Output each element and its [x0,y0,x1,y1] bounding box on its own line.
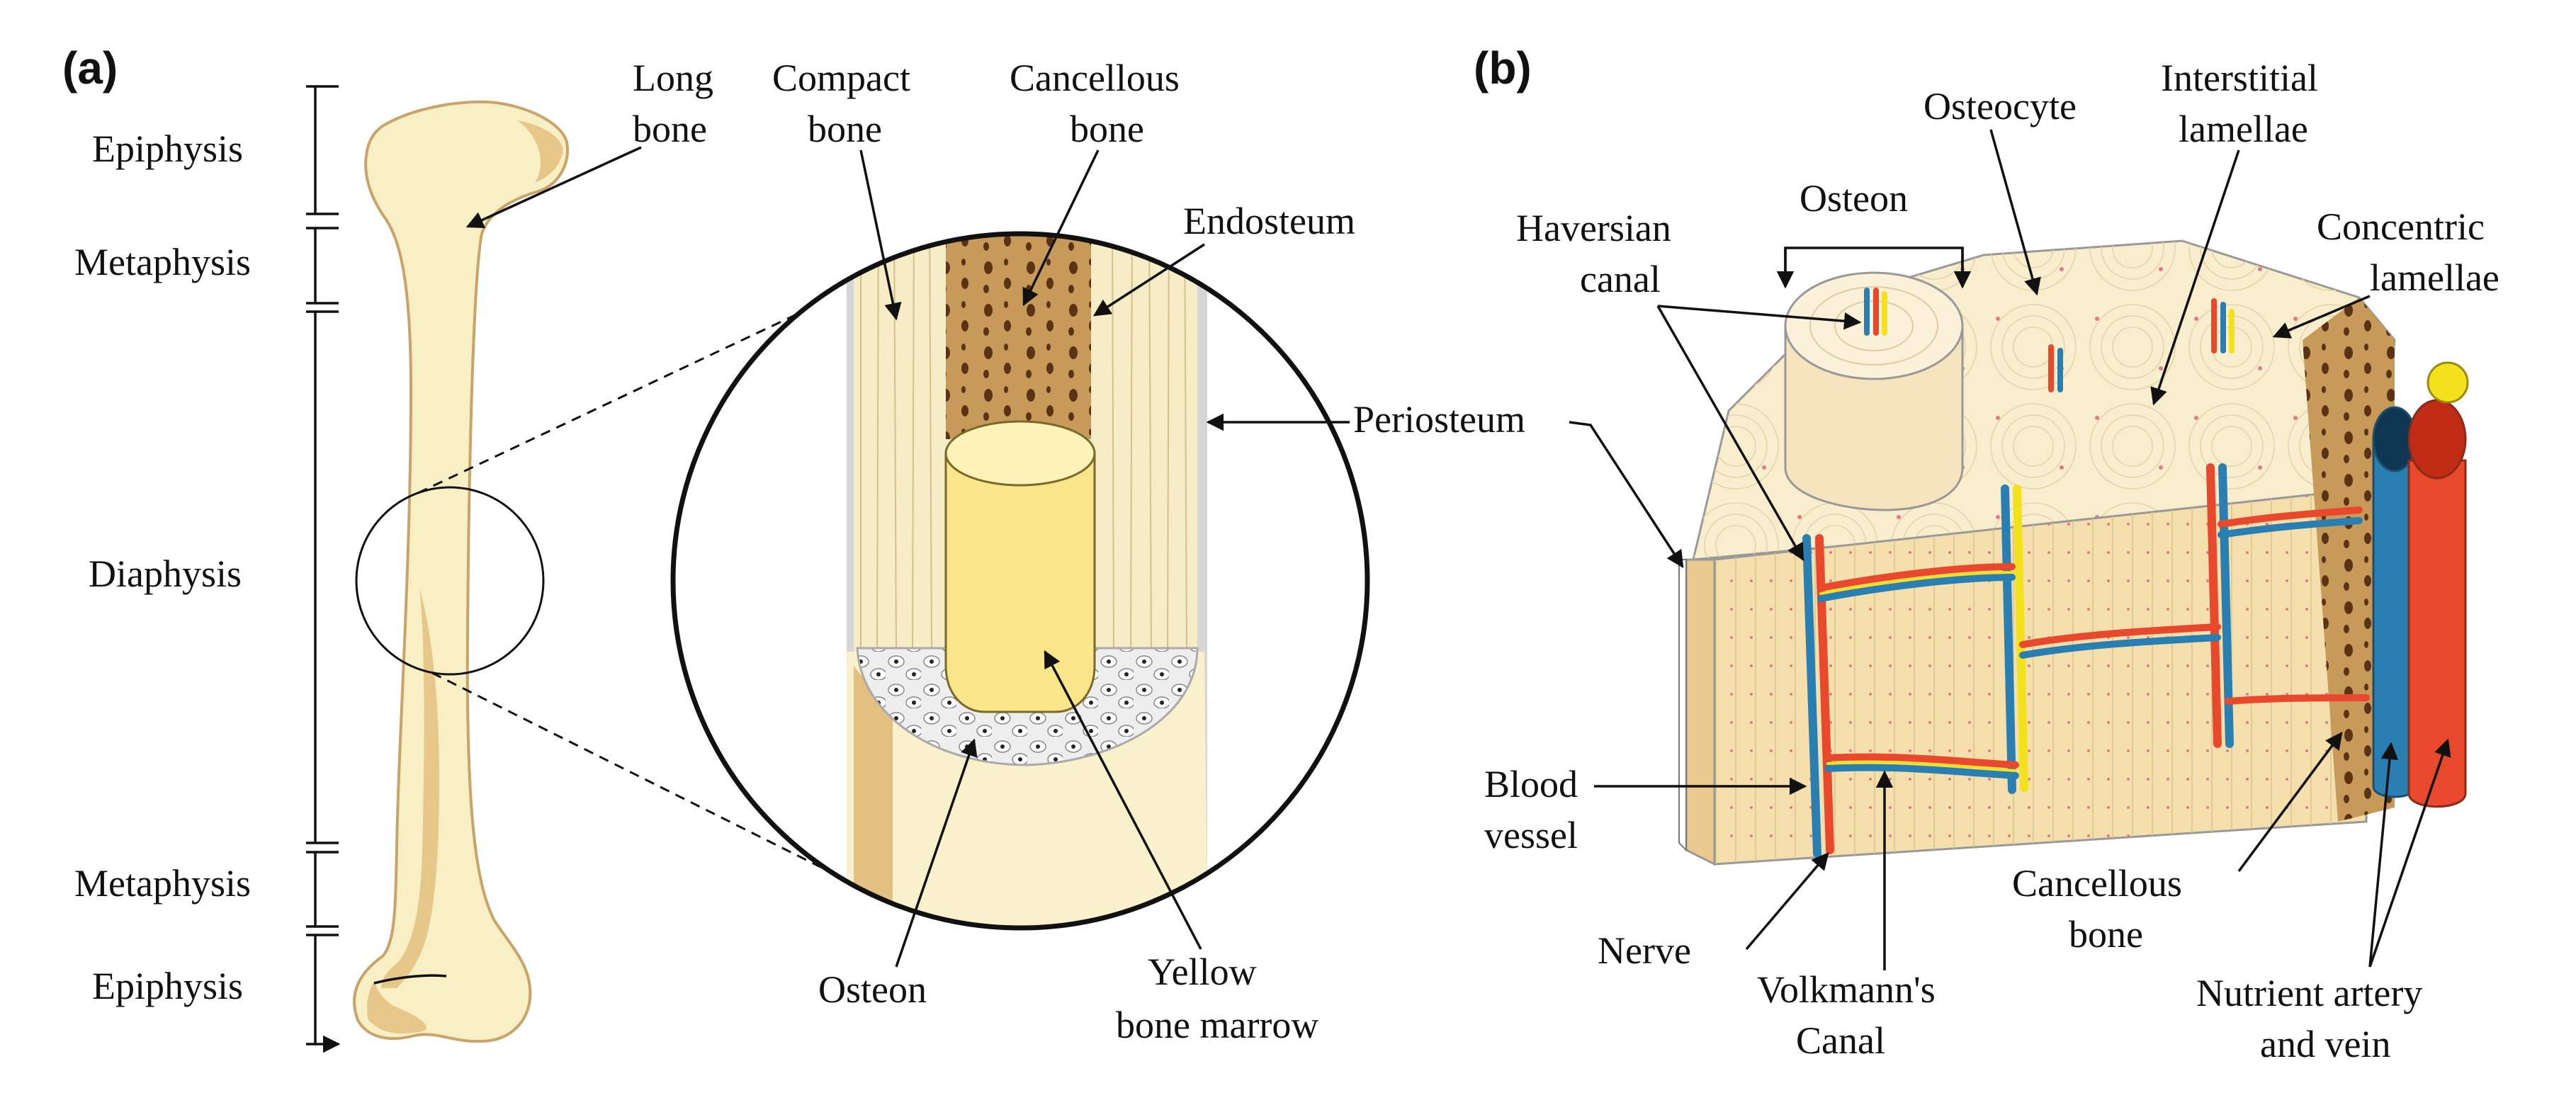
arrow-concentric [2272,295,2371,339]
label-blood-vessel-line1: Blood [1484,763,1578,805]
arrow-cancellous-bone-a [1022,149,1100,307]
arrow-nerve [1745,852,1829,951]
label-nutrient-line1: Nutrient artery [2196,972,2422,1014]
label-metaphysis-top: Metaphysis [74,241,251,283]
label-concentric-line1: Concentric [2317,205,2485,248]
arrow-haversian-1 [1657,305,1862,330]
label-nerve: Nerve [1598,929,1691,972]
label-concentric-line2: lamellae [2370,256,2499,299]
region-brackets [306,85,339,1044]
arrow-periosteum-b [1569,421,1684,569]
long-bone-illustration [353,100,569,1043]
label-yellow-marrow-line2: bone marrow [1116,1004,1318,1046]
arrow-nutrient-vein [2368,742,2399,968]
label-nutrient-line2: and vein [2260,1023,2390,1065]
arrow-haversian-2 [1656,305,1804,562]
arrow-compact-bone [859,149,902,321]
bone-tissue-block [1678,239,2469,866]
panel-a-letter: (a) [62,42,118,94]
zoom-guide-top [417,296,833,494]
arrow-yellow-marrow [1044,650,1202,950]
label-cancellous-bone-b-line2: bone [2069,913,2143,956]
label-diaphysis: Diaphysis [89,552,242,595]
label-cancellous-bone-a-line1: Cancellous [1010,57,1180,99]
label-volkmann-line2: Canal [1796,1019,1885,1062]
arrow-long-bone [465,146,642,228]
label-metaphysis-bottom: Metaphysis [74,862,251,905]
label-epiphysis-top: Epiphysis [92,128,243,170]
label-cancellous-bone-a-line2: bone [1070,108,1144,150]
label-epiphysis-bottom: Epiphysis [92,965,243,1007]
zoom-guide-bottom [431,672,823,869]
label-compact-bone-line2: bone [808,108,882,150]
arrow-osteon-a [895,738,978,968]
arrow-nutrient-artery [2368,738,2451,968]
panel-b-letter: (b) [1474,42,1532,94]
zoom-lens [673,234,1367,928]
arrow-endosteum [1092,243,1205,317]
label-interstitial-line2: lamellae [2179,108,2308,150]
label-long-bone-line2: bone [633,108,707,150]
label-periosteum: Periosteum [1353,398,1525,441]
label-interstitial-line1: Interstitial [2161,57,2318,99]
label-compact-bone-line1: Compact [772,57,910,99]
label-haversian-line2: canal [1580,258,1661,300]
label-volkmann-line1: Volkmann's [1757,968,1936,1011]
label-osteon-a: Osteon [818,968,927,1011]
label-endosteum: Endosteum [1183,200,1355,242]
arrow-cancellous-bone-b [2237,732,2343,873]
label-haversian-line1: Haversian [1516,207,1671,249]
label-yellow-marrow-line1: Yellow [1148,951,1257,993]
magnifier-circle [355,486,545,676]
label-cancellous-bone-b-line1: Cancellous [2012,862,2182,905]
arrow-osteocyte [1989,129,2041,296]
label-blood-vessel-line2: vessel [1484,814,1578,856]
label-long-bone-line1: Long [633,57,713,99]
label-osteocyte: Osteocyte [1923,85,2077,128]
arrow-interstitial [2150,149,2240,406]
zoom-lens-border [670,231,1370,931]
label-osteon-b: Osteon [1800,177,1908,220]
